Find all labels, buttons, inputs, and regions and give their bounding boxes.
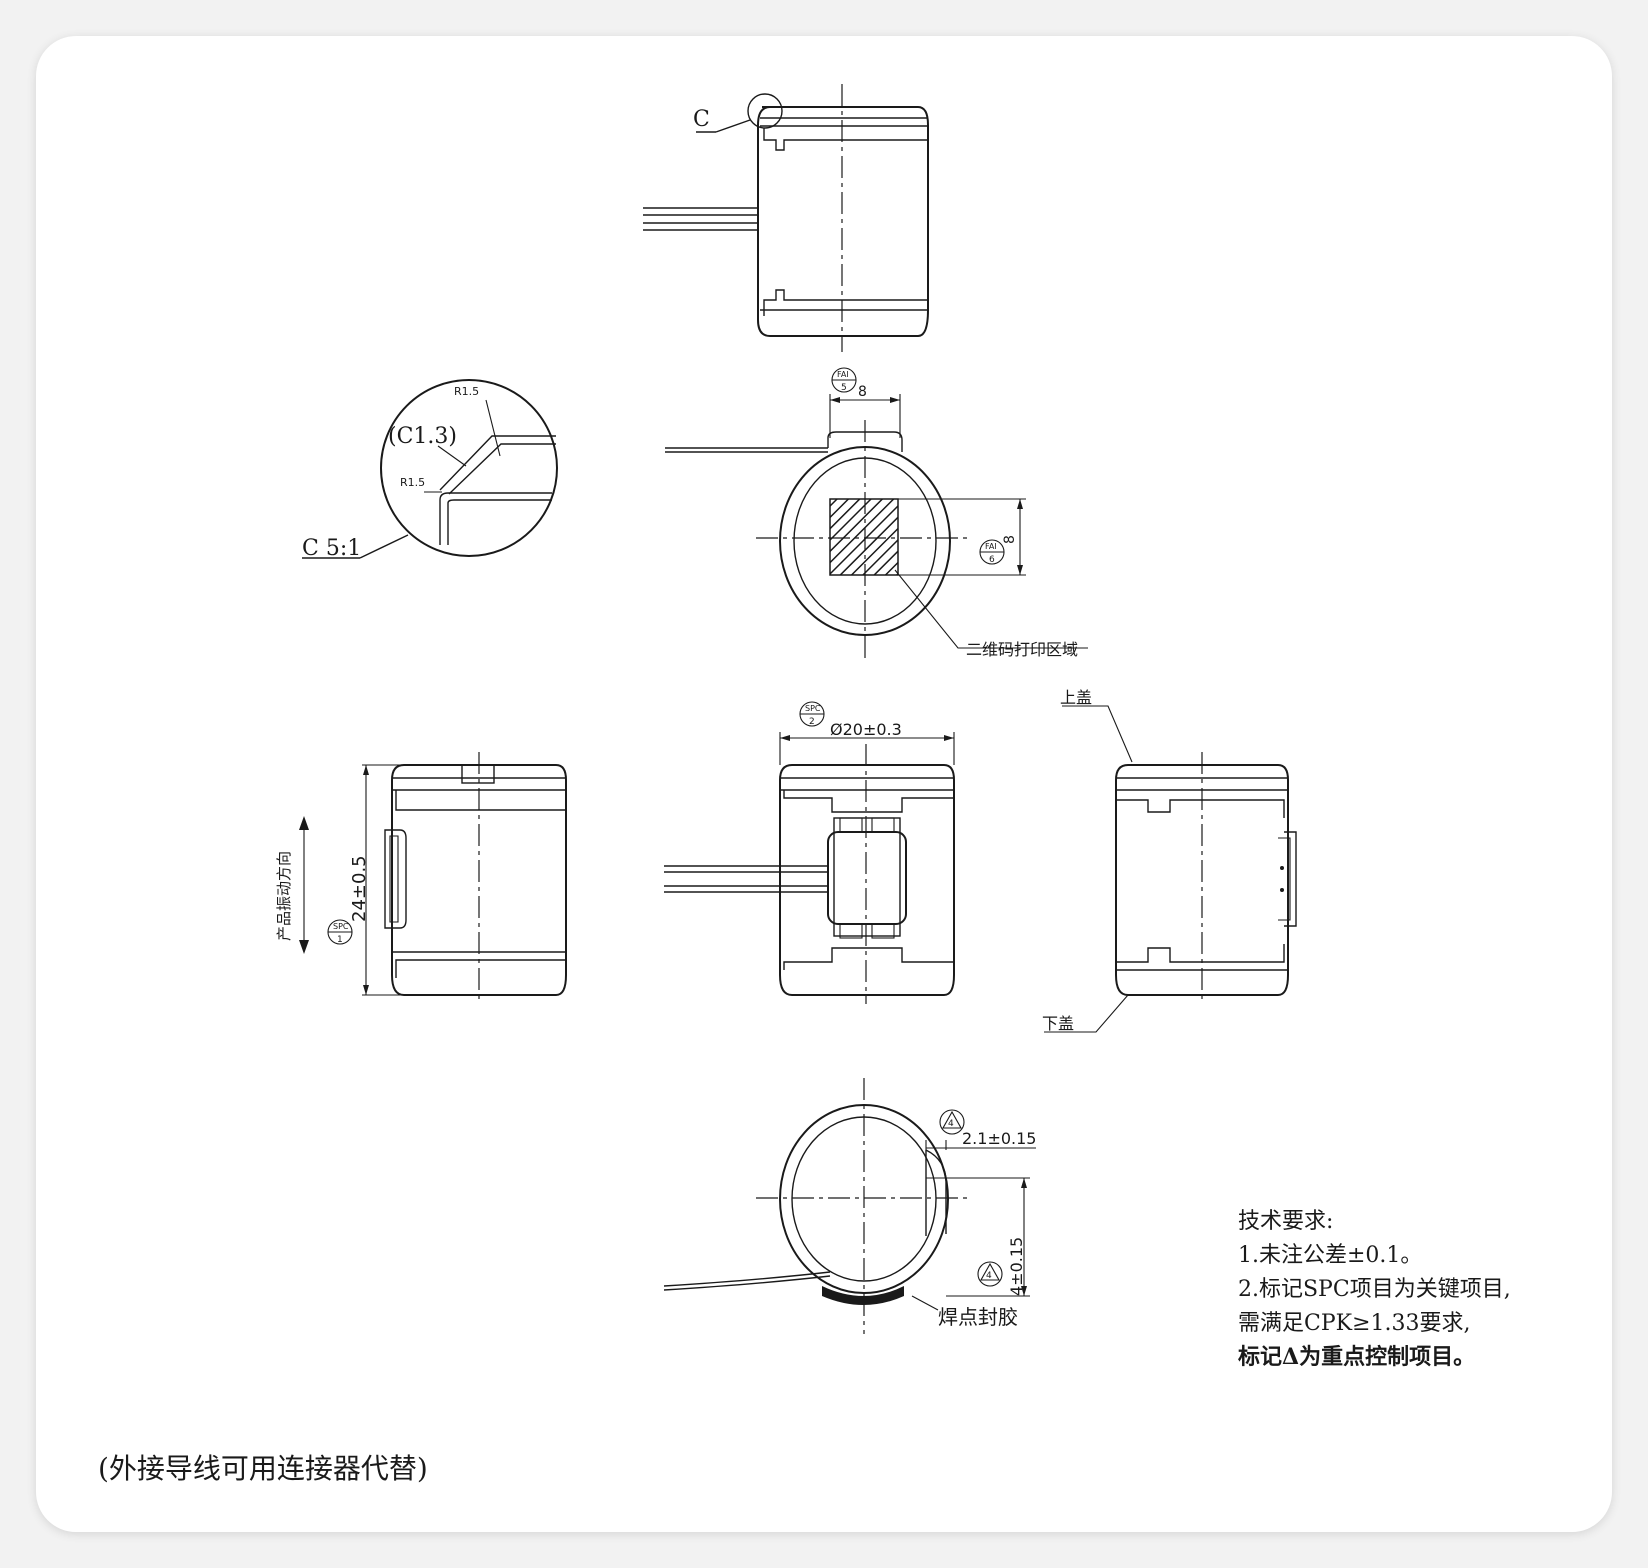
top-side-view: C	[643, 84, 929, 352]
qr-width-dim: 8	[858, 384, 867, 400]
lower-cover-label: 下盖	[1042, 1014, 1074, 1033]
radius-top-label: R1.5	[454, 385, 479, 398]
spc-diameter-number: 2	[809, 717, 815, 727]
fai-right-number: 6	[989, 555, 995, 565]
notes-line-2: 2.标记SPC项目为关键项目,	[1238, 1277, 1511, 1302]
notes-line-1: 1.未注公差±0.1。	[1238, 1243, 1422, 1268]
detail-scale-label: C 5:1	[302, 536, 361, 561]
bottom-delta-a: 4	[948, 1119, 954, 1129]
diameter-dim-label: Ø20±0.3	[830, 720, 902, 739]
spc-height-label: SPC	[333, 922, 349, 931]
bottom-end-view: 2.1±0.15 4 4±0.15 4 焊点封胶	[663, 1078, 1036, 1334]
notes-line-3: 需满足CPK≥1.33要求,	[1238, 1311, 1470, 1336]
footer-note: (外接导线可用连接器代替)	[98, 1452, 428, 1485]
upper-cover-label: 上盖	[1060, 688, 1092, 707]
qr-height-dim: 8	[1002, 535, 1018, 544]
solder-seal-label: 焊点封胶	[938, 1305, 1018, 1329]
chamfer-label: (C1.3)	[388, 424, 457, 449]
top-end-view: 8 FAI 5 8 FAI 6 二维码打印区域	[665, 367, 1088, 660]
vibration-direction-label: 产品振动方向	[275, 851, 293, 941]
fai-top-label: FAI	[837, 370, 849, 379]
right-front-view: 上盖 下盖	[1042, 688, 1297, 1033]
qr-print-area	[829, 498, 899, 576]
technical-notes: 技术要求: 1.未注公差±0.1。 2.标记SPC项目为关键项目, 需满足CPK…	[1238, 1209, 1511, 1370]
bottom-dim-a: 2.1±0.15	[962, 1129, 1036, 1148]
detail-callout-label: C	[693, 107, 710, 132]
notes-title: 技术要求:	[1238, 1209, 1333, 1234]
notes-line-4: 标记Δ为重点控制项目。	[1238, 1344, 1475, 1370]
spc-height-number: 1	[337, 935, 343, 945]
fai-right-label: FAI	[985, 542, 997, 551]
bottom-delta-b: 4	[986, 1271, 992, 1281]
radius-bottom-label: R1.5	[400, 476, 425, 489]
bottom-dim-b: 4±0.15	[1007, 1237, 1026, 1296]
height-dim-label: 24±0.5	[349, 855, 370, 922]
qr-area-label: 二维码打印区域	[966, 640, 1078, 659]
fai-top-number: 5	[841, 383, 847, 393]
spc-diameter-label: SPC	[805, 704, 821, 713]
detail-c-view: R1.5 R1.5 (C1.3) C 5:1	[302, 379, 558, 561]
center-front-view: Ø20±0.3 SPC 2	[664, 701, 955, 1004]
left-front-view: 24±0.5 SPC 1 产品振动方向	[275, 752, 567, 1004]
